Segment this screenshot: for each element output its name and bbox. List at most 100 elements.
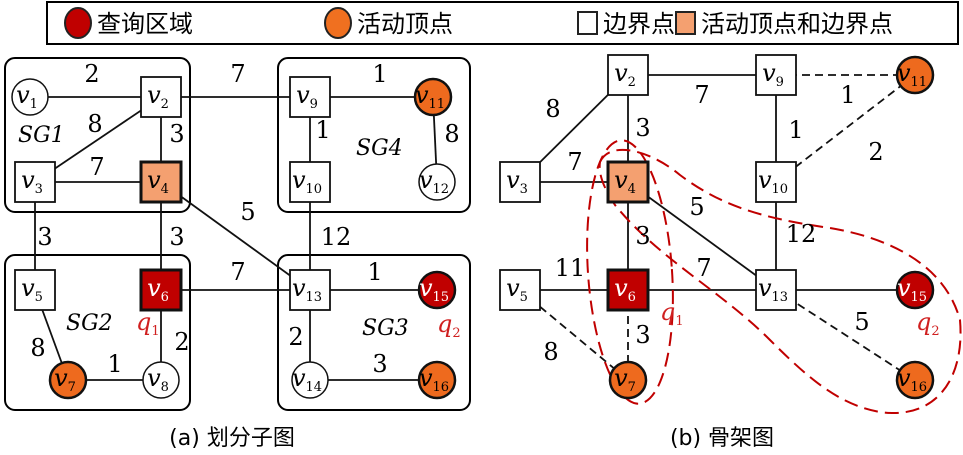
b-node-v4: v4	[606, 160, 650, 204]
caption-b: (b) 骨架图	[670, 426, 774, 451]
b-edge-v11-v10	[775, 74, 916, 183]
b-edge-weight: 7	[696, 254, 711, 282]
a-edge-weight: 1	[315, 116, 330, 144]
b-node-v15: v15	[895, 270, 935, 310]
legend-label: 活动顶点	[357, 10, 453, 38]
node-label-sub: 7	[628, 380, 636, 395]
b-node-v13: v13	[755, 269, 797, 311]
a-edge-v4-v13	[160, 181, 311, 291]
b-node-v5: v5	[499, 269, 541, 311]
b-edge-weight: 5	[854, 308, 869, 336]
node-label-sub: 5	[520, 290, 528, 305]
node-square	[755, 54, 797, 96]
a-edge-weight: 3	[372, 350, 387, 378]
a-edge-weight: 7	[230, 60, 245, 88]
a-node-v6: v6	[139, 268, 183, 312]
a-node-v14: v14	[291, 361, 329, 399]
node-label-sub: 14	[306, 380, 323, 395]
node-label-sub: 13	[306, 290, 323, 305]
b-edge-weight: 3	[635, 222, 650, 250]
node-label-sub: 2	[628, 75, 636, 90]
b-edge-weight: 7	[694, 81, 709, 109]
b-node-v10: v10	[755, 161, 797, 203]
node-square	[14, 161, 56, 203]
node-square	[139, 160, 183, 204]
a-node-v15: v15	[417, 270, 457, 310]
a-edge-weight: 2	[174, 328, 189, 356]
node-circle	[895, 55, 935, 95]
a-node-v3: v3	[14, 161, 56, 203]
a-edge-weight: 8	[30, 334, 45, 362]
a-node-v11: v11	[413, 77, 453, 117]
b-node-v7: v7	[608, 360, 648, 400]
a-node-v7: v7	[48, 360, 88, 400]
a-node-v2: v2	[140, 76, 182, 118]
legend-swatch-1	[324, 7, 352, 39]
node-circle	[608, 360, 648, 400]
node-label-sub: 1	[30, 97, 38, 112]
node-label-sub: 6	[628, 290, 636, 305]
b-edge-weight: 12	[786, 220, 817, 248]
node-square	[139, 268, 183, 312]
node-circle	[291, 361, 329, 399]
legend-label: 活动顶点和边界点	[701, 10, 893, 38]
b-edge-weight: 11	[555, 254, 586, 282]
node-square	[289, 269, 331, 311]
a-edge-weight: 8	[444, 120, 459, 148]
node-square	[755, 161, 797, 203]
query-label-sub: 1	[675, 314, 683, 329]
node-label-sub: 9	[310, 97, 318, 112]
node-circle	[417, 270, 457, 310]
b-edge-weight: 2	[868, 138, 883, 166]
node-label-sub: 11	[911, 75, 928, 90]
subgraph-box-sg3	[277, 254, 471, 411]
node-square	[499, 269, 541, 311]
b-edge-v5-v7	[519, 289, 629, 381]
a-query-label-q2: q2	[437, 310, 461, 341]
query-region-q1	[586, 139, 674, 405]
b-edge-weight: 3	[635, 321, 650, 349]
a-edge-weight: 3	[37, 223, 52, 251]
node-square	[606, 268, 650, 312]
a-edge-weight: 5	[240, 198, 255, 226]
node-square	[499, 161, 541, 203]
subgraph-box-sg4	[277, 57, 471, 213]
legend: 查询区域活动顶点边界点活动顶点和边界点	[46, 1, 959, 45]
b-edge-weight: 7	[567, 148, 582, 176]
node-label-sub: 7	[68, 380, 76, 395]
edges	[30, 74, 916, 381]
a-edge-weight: 7	[89, 153, 104, 181]
a-node-v8: v8	[142, 361, 180, 399]
a-edge-weight: 2	[84, 60, 99, 88]
a-edge-weight: 2	[288, 323, 303, 351]
node-label-sub: 10	[306, 182, 323, 197]
subgraph-label-sg2: SG2	[66, 311, 113, 336]
b-query-label-q2: q2	[916, 308, 940, 339]
subgraph-label-sg4: SG4	[356, 136, 403, 161]
a-node-v10: v10	[289, 161, 331, 203]
node-circle	[417, 360, 457, 400]
legend-swatch-2	[577, 11, 598, 35]
a-node-v12: v12	[418, 163, 456, 201]
a-edge-weight: 12	[321, 223, 352, 251]
node-square	[140, 76, 182, 118]
node-label-sub: 11	[429, 97, 446, 112]
b-node-v3: v3	[499, 161, 541, 203]
node-label-sub: 4	[161, 182, 169, 197]
b-node-v11: v11	[895, 55, 935, 95]
node-square	[289, 161, 331, 203]
b-node-v2: v2	[607, 54, 649, 96]
a-node-v5: v5	[14, 269, 56, 311]
subgraph-boxes	[4, 57, 471, 411]
node-label-sub: 13	[772, 290, 789, 305]
node-label-sub: 16	[911, 380, 928, 395]
query-label-sub: 1	[151, 324, 159, 339]
node-circle	[895, 270, 935, 310]
a-node-v13: v13	[289, 269, 331, 311]
node-label-sub: 8	[161, 380, 169, 395]
subgraph-box-sg2	[4, 254, 191, 411]
query-region-q2	[598, 148, 962, 415]
b-query-label-q1: q1	[660, 298, 684, 329]
